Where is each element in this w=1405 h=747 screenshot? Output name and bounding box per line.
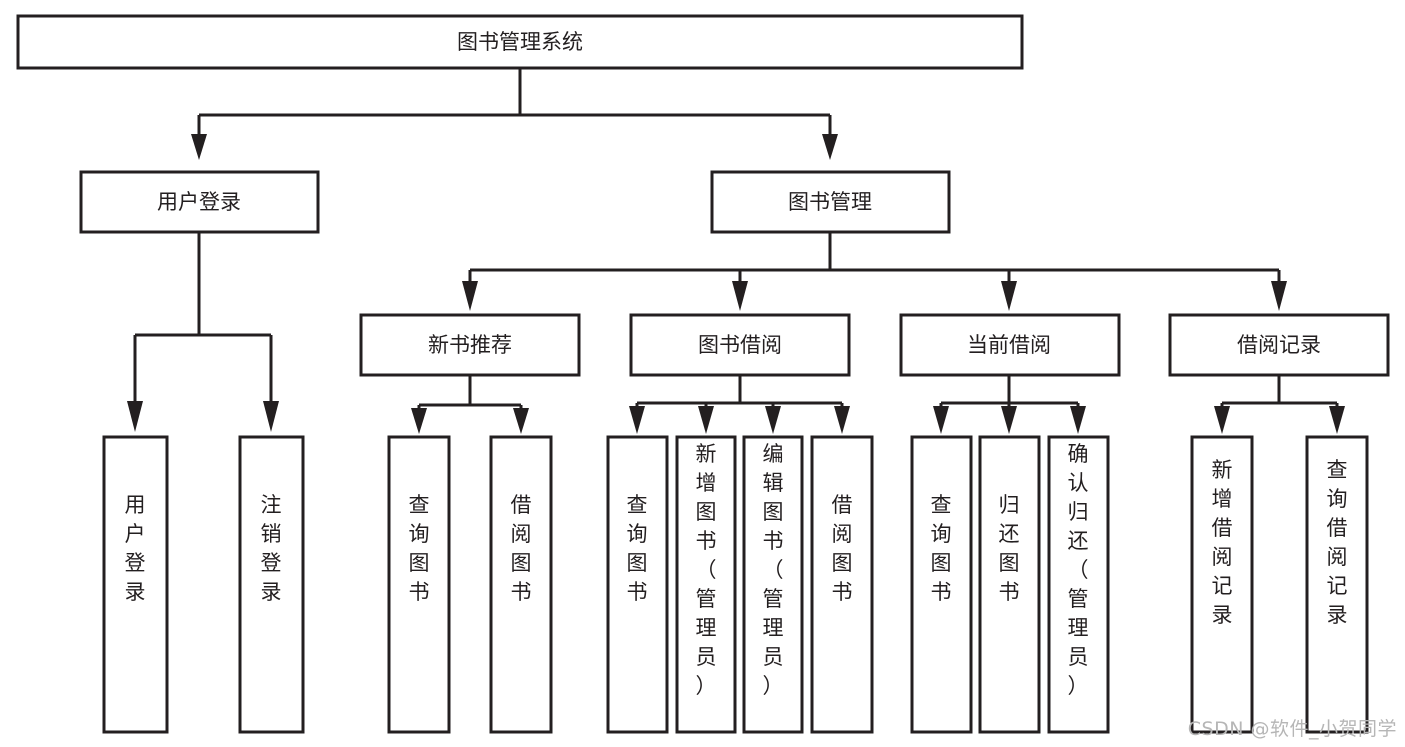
node-new-book-recommend[interactable]: 新书推荐 — [359, 313, 581, 377]
node-book-borrow-box[interactable] — [629, 313, 851, 377]
node-leaf-logout-login-label: 注销登录 — [261, 493, 282, 604]
arrow-head-leaf-add-book — [698, 406, 714, 434]
node-leaf-user-login-box[interactable] — [102, 435, 169, 734]
node-leaf-confirm-return[interactable]: 确认归还（管理员） — [1047, 435, 1110, 734]
node-leaf-query-record[interactable]: 查询借阅记录 — [1305, 435, 1369, 734]
node-leaf-add-book-box[interactable] — [675, 435, 737, 734]
node-leaf-query-book-3[interactable]: 查询图书 — [910, 435, 973, 734]
node-leaf-query-book-3-label: 查询图书 — [931, 493, 952, 604]
arrow-head-leaf-confirm-return — [1070, 406, 1086, 434]
node-borrow-record[interactable]: 借阅记录 — [1168, 313, 1390, 377]
arrow-head-leaf-user-login — [127, 401, 143, 432]
node-root[interactable]: 图书管理系统 — [16, 14, 1024, 70]
node-leaf-query-book-3-box[interactable] — [910, 435, 973, 734]
arrow-head-leaf-return-book — [1001, 406, 1017, 434]
node-root-box[interactable] — [16, 14, 1024, 70]
node-leaf-query-book-1-box[interactable] — [387, 435, 451, 734]
node-leaf-user-login[interactable]: 用户登录 — [102, 435, 169, 734]
arrow-head-leaf-query-book-3 — [933, 406, 949, 434]
arrow-head-leaf-logout-login — [263, 401, 279, 432]
node-leaf-borrow-book-2-box[interactable] — [810, 435, 874, 734]
node-leaf-query-book-1-label: 查询图书 — [409, 493, 430, 604]
node-leaf-edit-book-label: 编辑图书（管理员） — [763, 442, 784, 698]
node-book-management-label: 图书管理 — [788, 190, 872, 214]
node-leaf-add-record[interactable]: 新增借阅记录 — [1190, 435, 1254, 734]
node-leaf-query-book-1[interactable]: 查询图书 — [387, 435, 451, 734]
arrow-head-leaf-query-book-2 — [629, 406, 645, 434]
node-leaf-borrow-book-1[interactable]: 借阅图书 — [489, 435, 553, 734]
arrow-head-leaf-borrow-book-2 — [834, 406, 850, 434]
node-root-label: 图书管理系统 — [457, 30, 583, 54]
arrow-head-leaf-query-book-1 — [411, 408, 427, 434]
node-borrow-record-label: 借阅记录 — [1237, 333, 1321, 357]
arrow-head-leaf-query-record — [1329, 406, 1345, 434]
node-leaf-query-book-2[interactable]: 查询图书 — [606, 435, 669, 734]
arrow-head-current-borrow — [1001, 281, 1017, 311]
node-leaf-logout-login[interactable]: 注销登录 — [238, 435, 305, 734]
node-user-login-box[interactable] — [79, 170, 320, 234]
node-current-borrow-label: 当前借阅 — [967, 333, 1051, 357]
arrow-head-new-book-recommend — [462, 281, 478, 311]
arrow-head-book-borrow — [732, 281, 748, 311]
node-leaf-query-record-label: 查询借阅记录 — [1327, 458, 1348, 627]
node-leaf-edit-book[interactable]: 编辑图书（管理员） — [742, 435, 804, 734]
node-leaf-return-book-box[interactable] — [978, 435, 1041, 734]
node-current-borrow[interactable]: 当前借阅 — [899, 313, 1121, 377]
node-leaf-borrow-book-2-label: 借阅图书 — [832, 493, 853, 604]
node-leaf-add-book-label: 新增图书（管理员） — [696, 442, 717, 698]
node-leaf-confirm-return-box[interactable] — [1047, 435, 1110, 734]
node-leaf-edit-book-box[interactable] — [742, 435, 804, 734]
node-book-management[interactable]: 图书管理 — [710, 170, 951, 234]
connector-layer — [127, 68, 1345, 434]
node-leaf-query-book-2-label: 查询图书 — [627, 493, 648, 604]
node-leaf-borrow-book-1-label: 借阅图书 — [511, 493, 532, 604]
arrow-head-leaf-edit-book — [765, 406, 781, 434]
node-leaf-query-book-2-box[interactable] — [606, 435, 669, 734]
arrow-head-leaf-borrow-book-1 — [513, 408, 529, 434]
node-leaf-add-record-box[interactable] — [1190, 435, 1254, 734]
node-leaf-logout-login-box[interactable] — [238, 435, 305, 734]
node-leaf-query-record-box[interactable] — [1305, 435, 1369, 734]
arrow-head-user-login — [191, 134, 207, 160]
node-leaf-user-login-label: 用户登录 — [125, 493, 146, 604]
node-leaf-borrow-book-2[interactable]: 借阅图书 — [810, 435, 874, 734]
arrow-head-borrow-record — [1271, 281, 1287, 311]
node-leaf-return-book[interactable]: 归还图书 — [978, 435, 1041, 734]
node-new-book-recommend-box[interactable] — [359, 313, 581, 377]
node-book-borrow[interactable]: 图书借阅 — [629, 313, 851, 377]
node-new-book-recommend-label: 新书推荐 — [428, 333, 512, 357]
node-borrow-record-box[interactable] — [1168, 313, 1390, 377]
arrow-head-leaf-add-record — [1214, 406, 1230, 434]
node-leaf-add-book[interactable]: 新增图书（管理员） — [675, 435, 737, 734]
arrow-head-book-management — [822, 134, 838, 160]
node-leaf-borrow-book-1-box[interactable] — [489, 435, 553, 734]
node-book-management-box[interactable] — [710, 170, 951, 234]
node-leaf-add-record-label: 新增借阅记录 — [1212, 458, 1233, 627]
node-user-login-label: 用户登录 — [157, 190, 241, 214]
node-user-login[interactable]: 用户登录 — [79, 170, 320, 234]
node-leaf-return-book-label: 归还图书 — [999, 493, 1020, 604]
node-book-borrow-label: 图书借阅 — [698, 333, 782, 357]
node-leaf-confirm-return-label: 确认归还（管理员） — [1068, 442, 1089, 698]
node-current-borrow-box[interactable] — [899, 313, 1121, 377]
